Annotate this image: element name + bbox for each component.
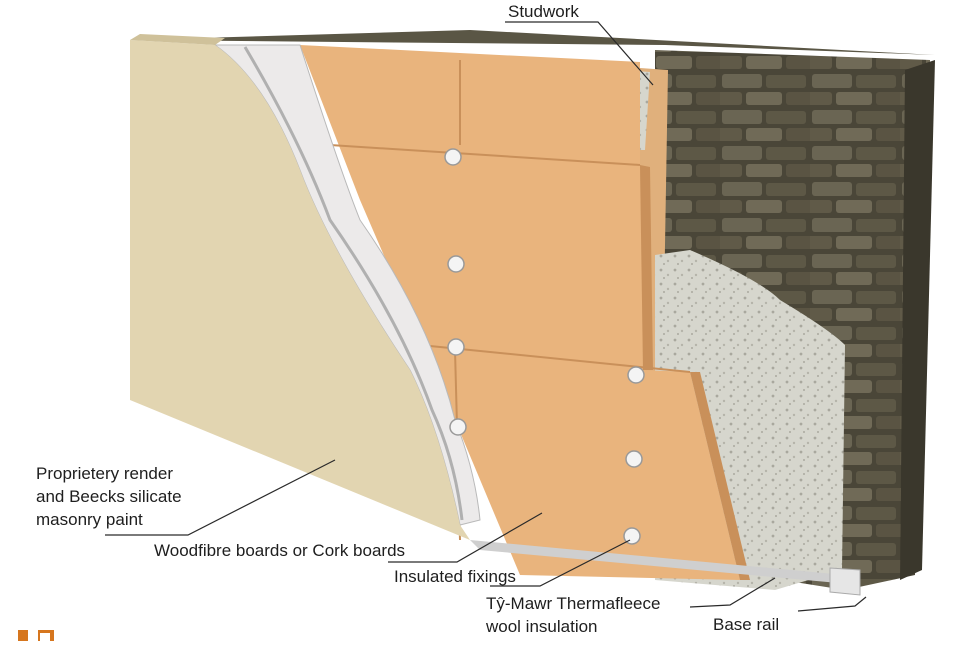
label-wool-insulation: Tŷ-Mawr Thermafleece wool insulation (486, 592, 660, 638)
label-render: Proprietery render and Beecks silicate m… (36, 462, 182, 531)
brand-logo-fragment (0, 626, 70, 641)
stone-wall-side (900, 60, 935, 580)
fixing-3 (448, 339, 464, 355)
fixing-6 (626, 451, 642, 467)
label-base-rail: Base rail (713, 613, 779, 636)
fixing-2 (448, 256, 464, 272)
leader-base-rail (798, 597, 866, 611)
label-studwork: Studwork (508, 0, 579, 23)
fixing-5 (628, 367, 644, 383)
label-render-line-2: and Beecks silicate (36, 485, 182, 508)
label-render-line-1: Proprietery render (36, 462, 182, 485)
label-wool-line-1: Tŷ-Mawr Thermafleece (486, 592, 660, 615)
label-render-line-3: masonry paint (36, 508, 182, 531)
label-woodfibre-boards: Woodfibre boards or Cork boards (154, 539, 405, 562)
fixing-1 (445, 149, 461, 165)
fixing-4 (450, 419, 466, 435)
label-wool-line-2: wool insulation (486, 615, 660, 638)
label-insulated-fixings: Insulated fixings (394, 565, 516, 588)
